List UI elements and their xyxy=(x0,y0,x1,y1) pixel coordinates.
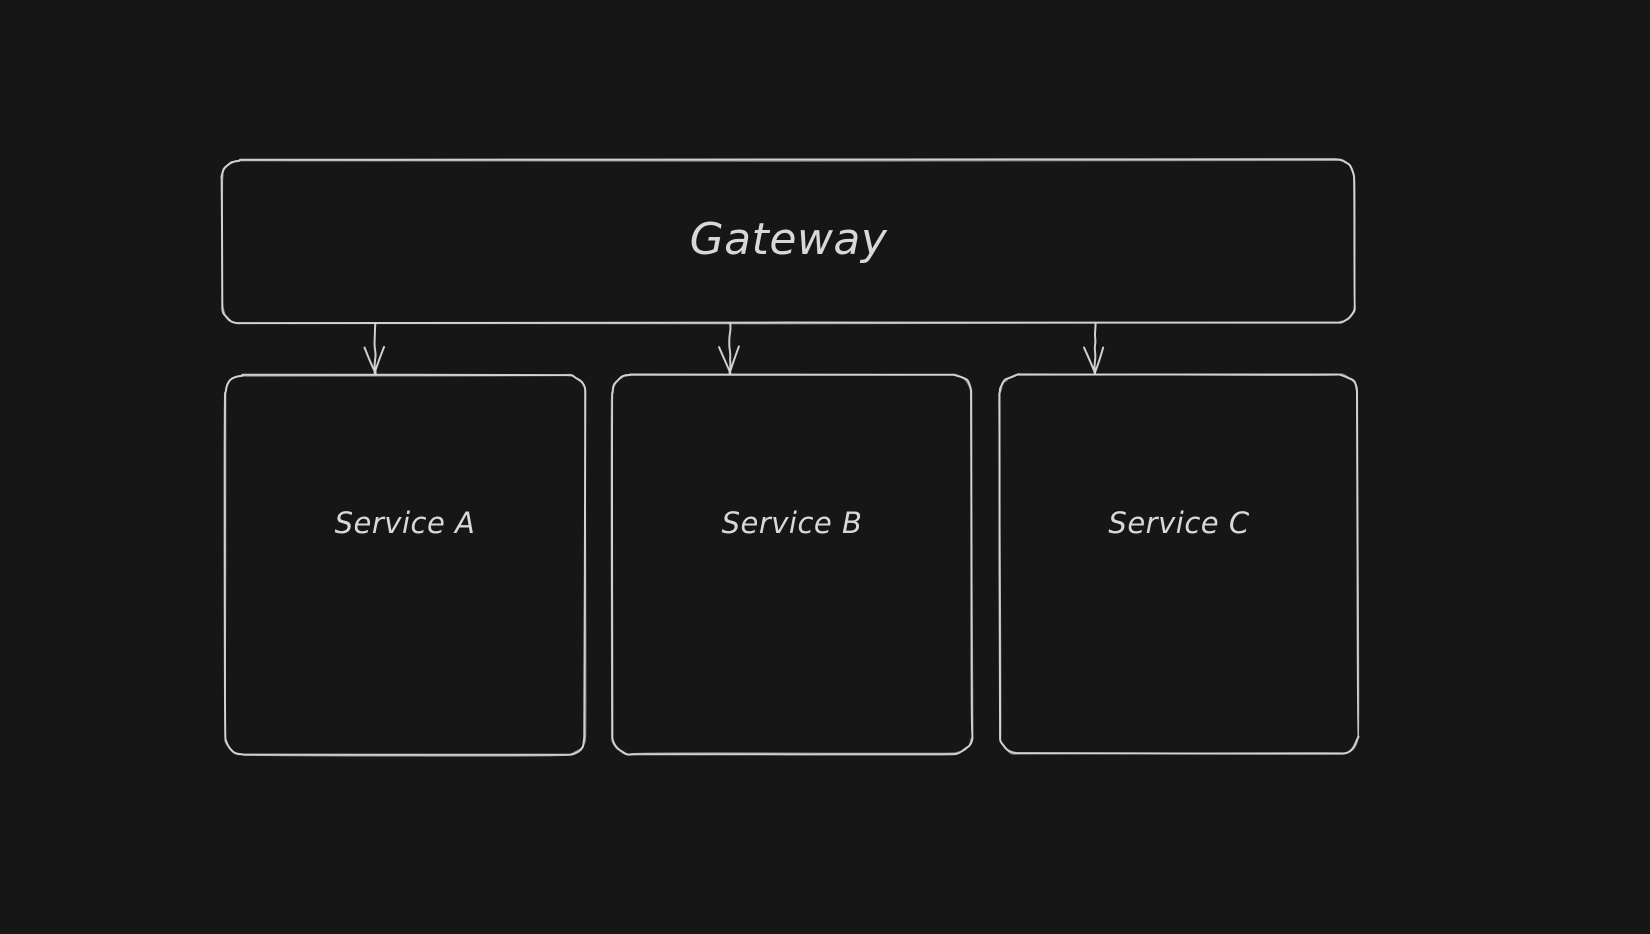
node-service-c[interactable]: Service C xyxy=(1000,375,1358,754)
node-service-b-label: Service B xyxy=(721,506,863,540)
node-service-a[interactable]: Service A xyxy=(225,375,585,755)
node-service-b[interactable]: Service B xyxy=(612,375,972,754)
node-gateway[interactable]: Gateway xyxy=(222,160,1355,323)
node-service-a-label: Service A xyxy=(334,506,476,540)
node-service-c-label: Service C xyxy=(1108,506,1250,540)
node-gateway-label: Gateway xyxy=(689,213,888,265)
